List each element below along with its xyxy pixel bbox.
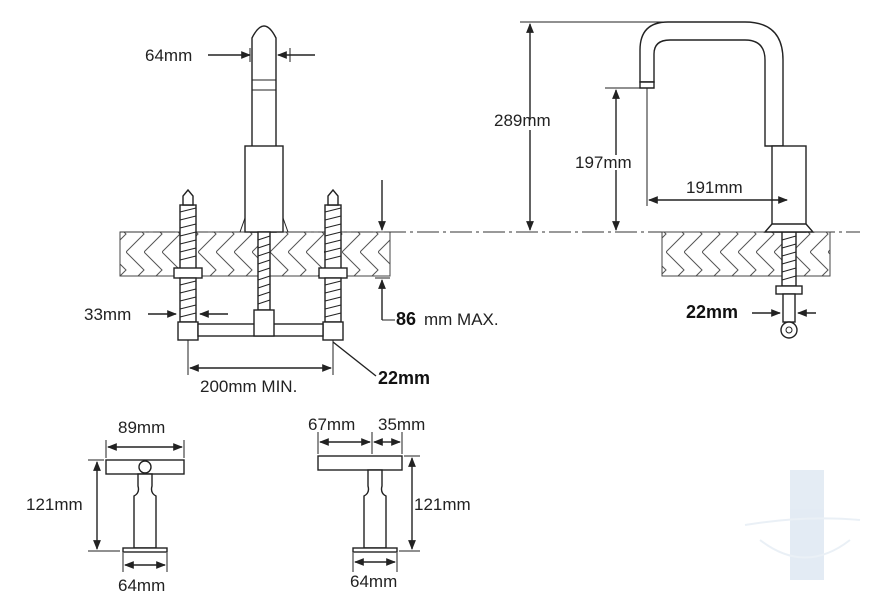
handle-base-right-label: 64mm [350,572,397,591]
lever-handle-view: 67mm 35mm 121mm 64mm [308,415,471,591]
countertop-section-left [119,231,391,277]
right-valve [318,188,348,341]
spout-diameter-label: 64mm [145,46,192,65]
deck-thickness-unit: mm MAX. [424,310,499,329]
lever-right-label: 35mm [378,415,425,434]
cross-handle-view: 89mm 121mm 64mm [26,418,185,595]
spout-reach-label: 191mm [686,178,743,197]
handle-base-left-label: 64mm [118,576,165,595]
handle-height-right-label: 121mm [414,495,471,514]
gooseneck-spout [639,21,784,232]
supply-right-label: 22mm [686,302,738,322]
countertop-section-right [661,231,831,277]
handle-width-label: 89mm [118,418,165,437]
center-spacing-label: 200mm MIN. [200,377,297,396]
valve-body-label: 33mm [84,305,131,324]
front-view: 64mm 33mm 86 mm MAX. 200mm MIN. 22mm [84,25,860,396]
left-valve [173,188,203,341]
lever-handle-bar [317,455,403,471]
spout-height-label: 289mm [494,111,551,130]
watermark-logo [744,470,861,580]
side-view: 289mm 197mm 191mm 22mm [494,21,831,339]
lever-left-label: 67mm [308,415,355,434]
spout-clearance-label: 197mm [575,153,632,172]
handle-height-left-label: 121mm [26,495,83,514]
spout-base [244,145,284,233]
supply-left-label: 22mm [378,368,430,388]
deck-thickness-value: 86 [396,309,416,329]
